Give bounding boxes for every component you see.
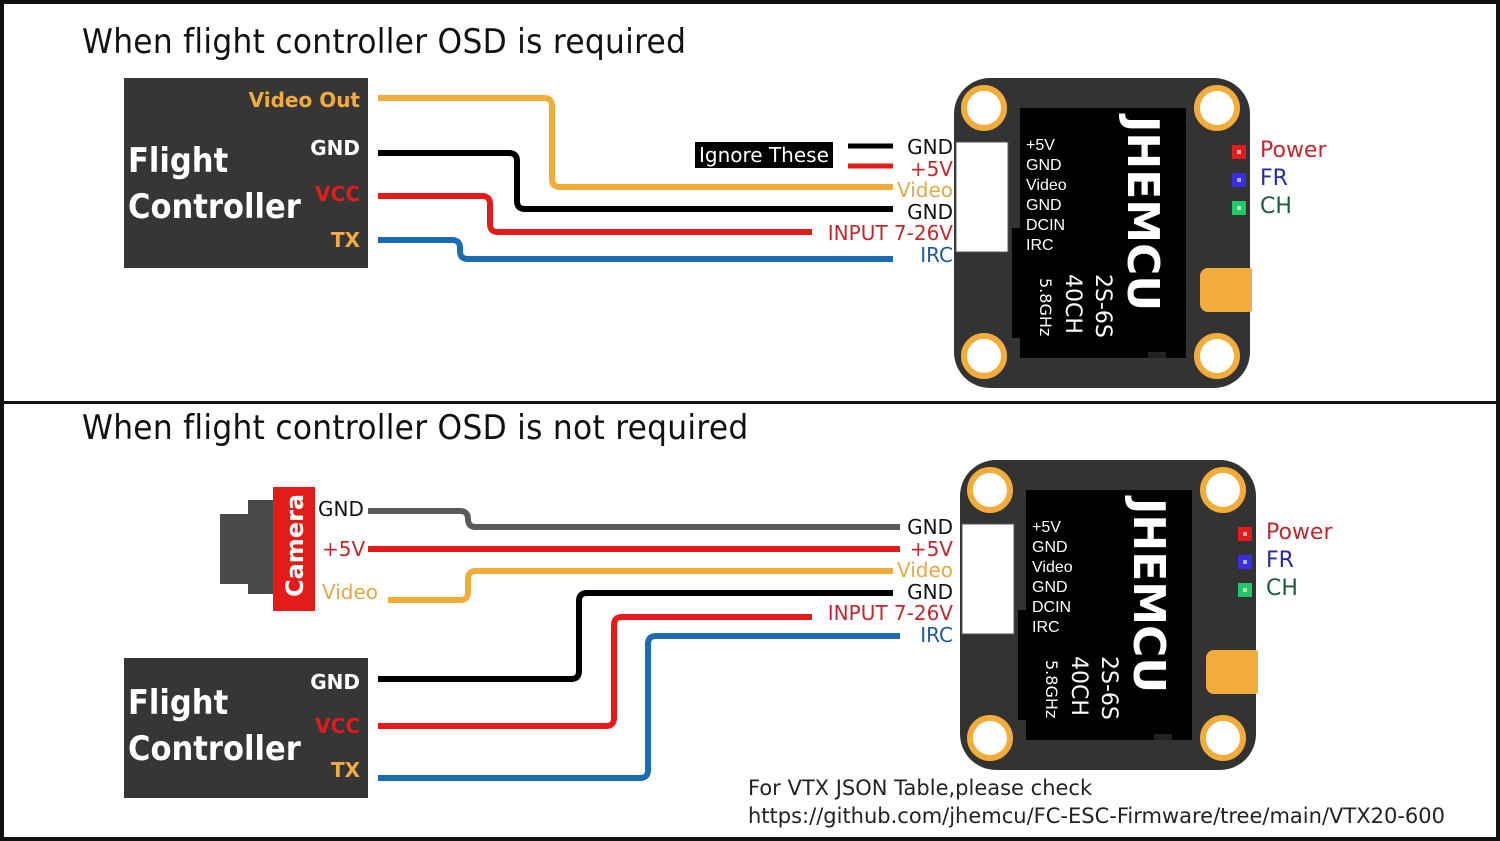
mount-hole bbox=[1200, 715, 1246, 761]
spec-channels: 40CH bbox=[1060, 274, 1085, 334]
vtx-pin-label: GND bbox=[907, 135, 953, 159]
silk-pin-label: GND bbox=[1026, 157, 1062, 174]
fc-name-line1: Flight bbox=[128, 683, 229, 723]
fc-pin-gnd: GND bbox=[310, 670, 360, 694]
camera-body: Camera bbox=[273, 487, 315, 611]
mount-hole bbox=[961, 85, 1007, 131]
camera-pin-gnd: GND bbox=[318, 497, 364, 521]
fc-name-line2: Controller bbox=[128, 187, 301, 227]
led-legend-label: CH bbox=[1260, 194, 1292, 219]
fc-name-line2: Controller bbox=[128, 729, 301, 769]
silk-pin-label: +5V bbox=[1032, 519, 1061, 536]
mount-hole bbox=[967, 467, 1013, 513]
fc-pin-gnd: GND bbox=[310, 136, 360, 160]
ignore-these-tag: Ignore These bbox=[695, 142, 833, 168]
vtx-pin-label: INPUT 7-26V bbox=[827, 601, 953, 625]
fc-pin-vcc: VCC bbox=[315, 714, 360, 738]
fc-pin-tx: TX bbox=[330, 758, 360, 782]
spec-channels: 40CH bbox=[1066, 656, 1091, 716]
panel2-title: When flight controller OSD is not requir… bbox=[82, 408, 749, 448]
power-pad bbox=[1206, 650, 1262, 694]
silk-pin-label: Video bbox=[1032, 559, 1073, 576]
led-legend-label: FR bbox=[1266, 548, 1294, 573]
board-connector bbox=[955, 141, 1009, 253]
board-notch bbox=[1148, 352, 1166, 358]
mount-hole bbox=[1194, 333, 1240, 379]
led-legend-label: Power bbox=[1260, 138, 1327, 163]
panel2-flight-controller: Flight Controller GND VCC TX bbox=[124, 658, 368, 798]
silk-pin-label: DCIN bbox=[1032, 599, 1071, 616]
vtx-pin-label: IRC bbox=[920, 242, 953, 267]
panel-divider bbox=[0, 401, 1500, 404]
camera-pin-5v: +5V bbox=[322, 537, 366, 561]
silk-pin-label: GND bbox=[1026, 197, 1062, 214]
spec-voltage: 2S-6S bbox=[1090, 274, 1115, 338]
footer-note: For VTX JSON Table,please check bbox=[748, 776, 1093, 800]
led-power-icon bbox=[1232, 145, 1246, 159]
silk-pin-label: +5V bbox=[1026, 137, 1055, 154]
fc-pin-video-out: Video Out bbox=[248, 88, 360, 112]
camera-label: Camera bbox=[281, 493, 309, 597]
footer-link[interactable]: https://github.com/jhemcu/FC-ESC-Firmwar… bbox=[748, 804, 1445, 828]
spec-voltage: 2S-6S bbox=[1096, 656, 1121, 720]
led-power-icon bbox=[1238, 527, 1252, 541]
fc-name-line1: Flight bbox=[128, 141, 229, 181]
silk-pin-label: IRC bbox=[1026, 237, 1054, 254]
led-ch-icon bbox=[1238, 583, 1252, 597]
led-fr-icon bbox=[1232, 173, 1246, 187]
led-legend-label: Power bbox=[1266, 520, 1333, 545]
camera-pin-video: Video bbox=[322, 580, 379, 604]
fc-pin-vcc: VCC bbox=[315, 182, 360, 206]
silk-pin-label: GND bbox=[1032, 579, 1068, 596]
vtx-pin-label: Video bbox=[896, 558, 953, 582]
silk-pin-label: DCIN bbox=[1026, 217, 1065, 234]
silk-pin-label: GND bbox=[1032, 539, 1068, 556]
board-connector bbox=[961, 523, 1015, 635]
silk-pin-label: IRC bbox=[1032, 619, 1060, 636]
led-fr-icon bbox=[1238, 555, 1252, 569]
mount-hole bbox=[1200, 467, 1246, 513]
vtx-pin-label: +5V bbox=[909, 536, 953, 561]
led-ch-icon bbox=[1232, 201, 1246, 215]
fc-pin-tx: TX bbox=[330, 228, 360, 252]
board-shield-ext bbox=[1018, 610, 1058, 720]
vtx-pin-label: IRC bbox=[920, 622, 953, 647]
vtx-pin-label: GND bbox=[907, 515, 953, 539]
spec-frequency: 5.8GHz bbox=[1042, 660, 1061, 718]
vtx-pin-label: GND bbox=[907, 199, 953, 224]
panel1-flight-controller: Flight Controller Video Out GND VCC TX bbox=[124, 78, 368, 268]
vtx-pin-label: GND bbox=[907, 579, 953, 604]
brand-logo: JHEMCU bbox=[1123, 495, 1174, 693]
panel1-title: When flight controller OSD is required bbox=[82, 22, 687, 62]
mount-hole bbox=[967, 715, 1013, 761]
mount-hole bbox=[961, 333, 1007, 379]
vtx-pin-label: +5V bbox=[909, 156, 953, 181]
silk-pin-label: Video bbox=[1026, 177, 1067, 194]
board-shield-ext bbox=[1012, 228, 1052, 338]
board-notch bbox=[1154, 734, 1172, 740]
vtx-pin-label: Video bbox=[896, 178, 953, 202]
brand-logo: JHEMCU bbox=[1117, 113, 1168, 311]
led-legend-label: CH bbox=[1266, 576, 1298, 601]
mount-hole bbox=[1194, 85, 1240, 131]
led-legend-label: FR bbox=[1260, 166, 1288, 191]
power-pad bbox=[1200, 268, 1256, 312]
spec-frequency: 5.8GHz bbox=[1036, 278, 1055, 336]
vtx-pin-label: INPUT 7-26V bbox=[827, 221, 953, 245]
